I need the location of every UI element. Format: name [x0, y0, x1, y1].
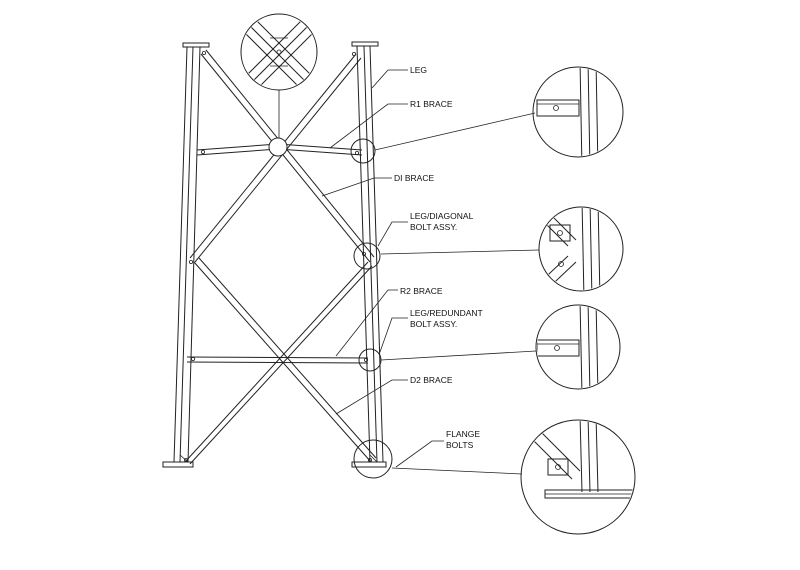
- d2-brace: [184, 257, 377, 465]
- labels: LEG R1 BRACE DI BRACE LEG/DIAGONAL BOLT …: [394, 65, 483, 450]
- label-leg-diagonal-line1: LEG/DIAGONAL: [410, 211, 474, 221]
- callout-circles: [350, 138, 393, 479]
- right-leg: [356, 45, 384, 463]
- leg-bolts: [183, 51, 372, 462]
- label-d2-brace: D2 BRACE: [410, 375, 453, 385]
- top-flanges: [182, 41, 379, 48]
- detail-circle-flange: [391, 419, 636, 535]
- detail-circle-r1: [374, 66, 624, 158]
- label-leg-redundant-line2: BOLT ASSY.: [410, 319, 457, 329]
- label-leg: LEG: [410, 65, 427, 75]
- label-di-brace: DI BRACE: [394, 173, 434, 183]
- label-flange-line2: BOLTS: [446, 440, 474, 450]
- di-brace: [189, 49, 375, 263]
- r2-brace: [186, 356, 369, 364]
- top-detail-circle: [240, 13, 318, 138]
- left-leg: [173, 46, 201, 463]
- r1-brace: [196, 137, 363, 157]
- detail-circle-diagonal: [380, 206, 624, 292]
- label-leg-diagonal-line2: BOLT ASSY.: [410, 222, 457, 232]
- bottom-flanges: [162, 454, 387, 468]
- label-r2-brace: R2 BRACE: [400, 286, 443, 296]
- label-flange-line1: FLANGE: [446, 429, 480, 439]
- label-leg-redundant-line1: LEG/REDUNDANT: [410, 308, 483, 318]
- detail-circle-redundant: [380, 304, 621, 390]
- label-r1-brace: R1 BRACE: [410, 99, 453, 109]
- leader-lines: [321, 69, 444, 468]
